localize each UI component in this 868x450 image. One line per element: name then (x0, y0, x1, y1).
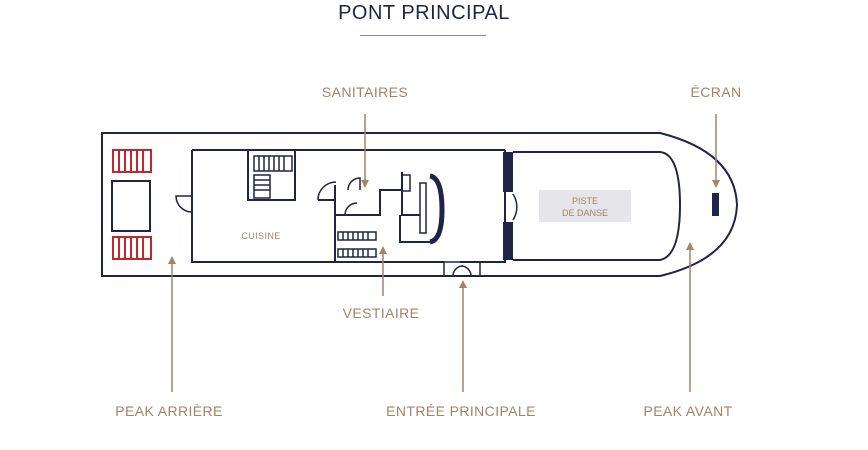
page-title: PONT PRINCIPAL (338, 2, 510, 24)
label-peak-avant: PEAK AVANT (643, 403, 733, 419)
label-piste-line2: DE DANSE (562, 208, 608, 218)
stern-stairs-top (112, 149, 152, 173)
main-entrance-doors (443, 261, 481, 277)
stern-door (175, 195, 193, 213)
bar-back (419, 182, 427, 234)
stern-stairs-bottom (112, 236, 152, 260)
label-cuisine: CUISINE (241, 231, 280, 241)
vestiaire-racks (337, 231, 377, 258)
label-peak-arriere: PEAK ARRIÈRE (115, 403, 223, 419)
partition-bottom (503, 222, 513, 260)
hull-outline (101, 132, 739, 277)
door-swing-3 (347, 177, 361, 191)
door-swing-1 (317, 181, 337, 201)
dance-hall-walls (513, 151, 682, 261)
screen (712, 193, 719, 216)
bar-counter (429, 173, 445, 245)
title-underline (360, 35, 486, 36)
door-swing-2 (344, 202, 358, 216)
sanitaires-fixture (401, 174, 411, 192)
hall-door-swing (512, 193, 518, 221)
label-vestiaire: VESTIAIRE (342, 305, 420, 321)
label-entree-principale: ENTRÉE PRINCIPALE (386, 403, 536, 419)
kitchen-stairs (253, 155, 293, 199)
partition-top (503, 152, 513, 192)
label-ecran: ÉCRAN (690, 84, 742, 100)
label-sanitaires: SANITAIRES (321, 84, 409, 100)
stern-hatch (111, 180, 151, 232)
dance-floor (539, 190, 631, 222)
label-piste-line1: PISTE (572, 196, 598, 206)
